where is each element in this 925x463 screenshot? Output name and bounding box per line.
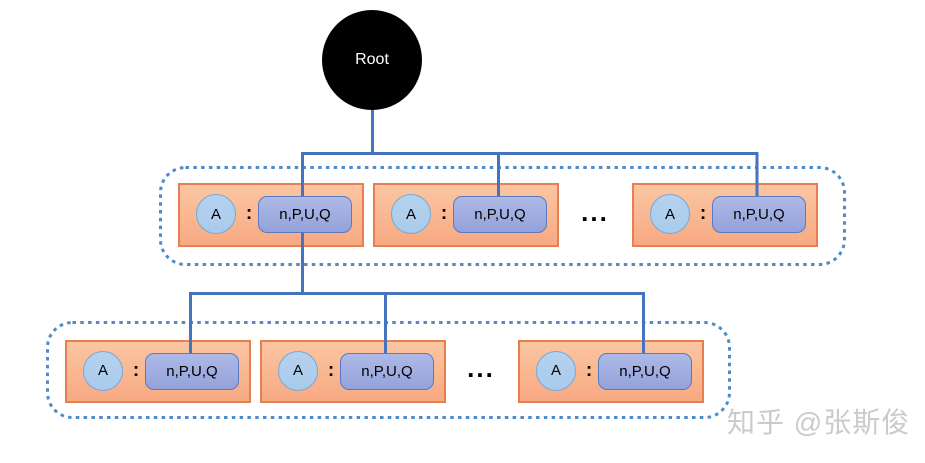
key-circle: A: [278, 350, 318, 391]
root-node: Root: [322, 10, 422, 110]
level1-node-1: A : n,P,U,Q: [178, 183, 364, 247]
key-label: A: [550, 362, 561, 379]
key-circle: A: [391, 194, 431, 234]
level2-ellipsis: ...: [467, 353, 495, 383]
separator-colon: :: [699, 203, 707, 224]
key-circle: A: [536, 350, 576, 391]
level2-node-1: A : n,P,U,Q: [65, 340, 251, 403]
value-box: n,P,U,Q: [598, 352, 692, 390]
key-label: A: [292, 362, 303, 379]
value-box: n,P,U,Q: [712, 196, 806, 233]
separator-colon: :: [132, 359, 140, 381]
key-circle: A: [196, 194, 236, 234]
value-box: n,P,U,Q: [145, 352, 239, 390]
value-label: n,P,U,Q: [279, 206, 331, 223]
level1-node-n: A : n,P,U,Q: [632, 183, 818, 247]
separator-colon: :: [245, 203, 253, 224]
value-box: n,P,U,Q: [258, 196, 352, 233]
key-circle: A: [650, 194, 690, 234]
watermark: 知乎 @张斯俊: [727, 407, 911, 438]
value-label: n,P,U,Q: [361, 362, 413, 380]
value-box: n,P,U,Q: [453, 196, 547, 233]
key-label: A: [405, 205, 416, 223]
level1-ellipsis: ...: [581, 197, 609, 227]
value-label: n,P,U,Q: [166, 362, 218, 380]
key-label: A: [664, 205, 675, 223]
value-label: n,P,U,Q: [474, 206, 526, 223]
key-circle: A: [83, 350, 123, 391]
value-box: n,P,U,Q: [340, 352, 434, 390]
separator-colon: :: [585, 359, 593, 381]
value-label: n,P,U,Q: [619, 362, 671, 380]
root-label: Root: [355, 51, 389, 68]
key-label: A: [97, 362, 108, 379]
separator-colon: :: [440, 203, 448, 224]
key-label: A: [210, 205, 221, 223]
level2-node-n: A : n,P,U,Q: [518, 340, 704, 403]
level1-node-2: A : n,P,U,Q: [373, 183, 559, 247]
value-label: n,P,U,Q: [733, 206, 785, 223]
level2-node-2: A : n,P,U,Q: [260, 340, 446, 403]
separator-colon: :: [327, 359, 335, 381]
